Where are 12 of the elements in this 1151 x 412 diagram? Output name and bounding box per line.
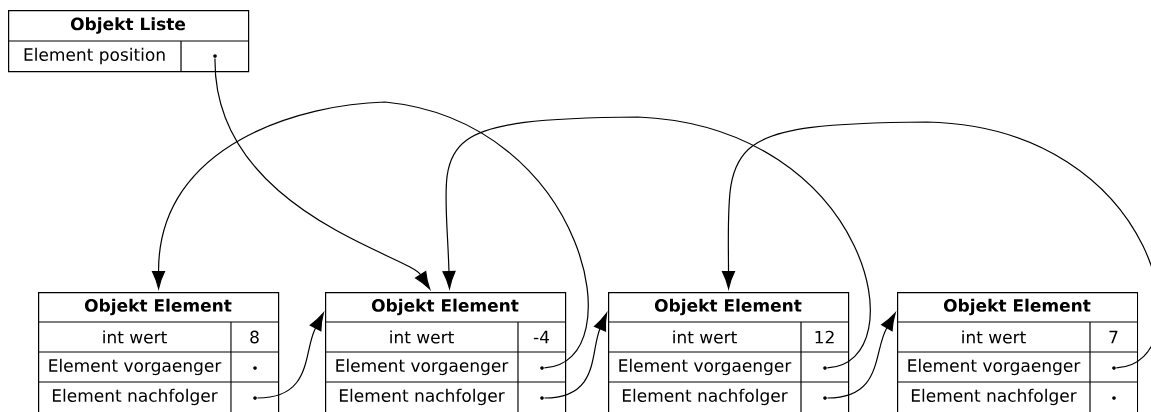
arrow — [826, 312, 896, 399]
record-box: Objekt Element int wert -4 Element vorgaenger Element nachfolger — [324, 292, 567, 412]
arrow — [151, 101, 589, 369]
arrow — [214, 57, 431, 290]
arrow — [256, 312, 324, 399]
arrow — [543, 312, 608, 399]
record-box: Objekt Element int wert 12 Element vorgaenger Element nachfolger — [607, 292, 850, 412]
record-box: Objekt Element int wert 8 Element vorgaenger Element nachfolger — [37, 292, 280, 412]
arrow — [721, 121, 1151, 369]
record-box: Objekt Liste Element position — [7, 10, 250, 73]
record-box: Objekt Element int wert 7 Element vorgaenger Element nachfolger — [896, 292, 1139, 412]
arrow — [442, 116, 871, 369]
